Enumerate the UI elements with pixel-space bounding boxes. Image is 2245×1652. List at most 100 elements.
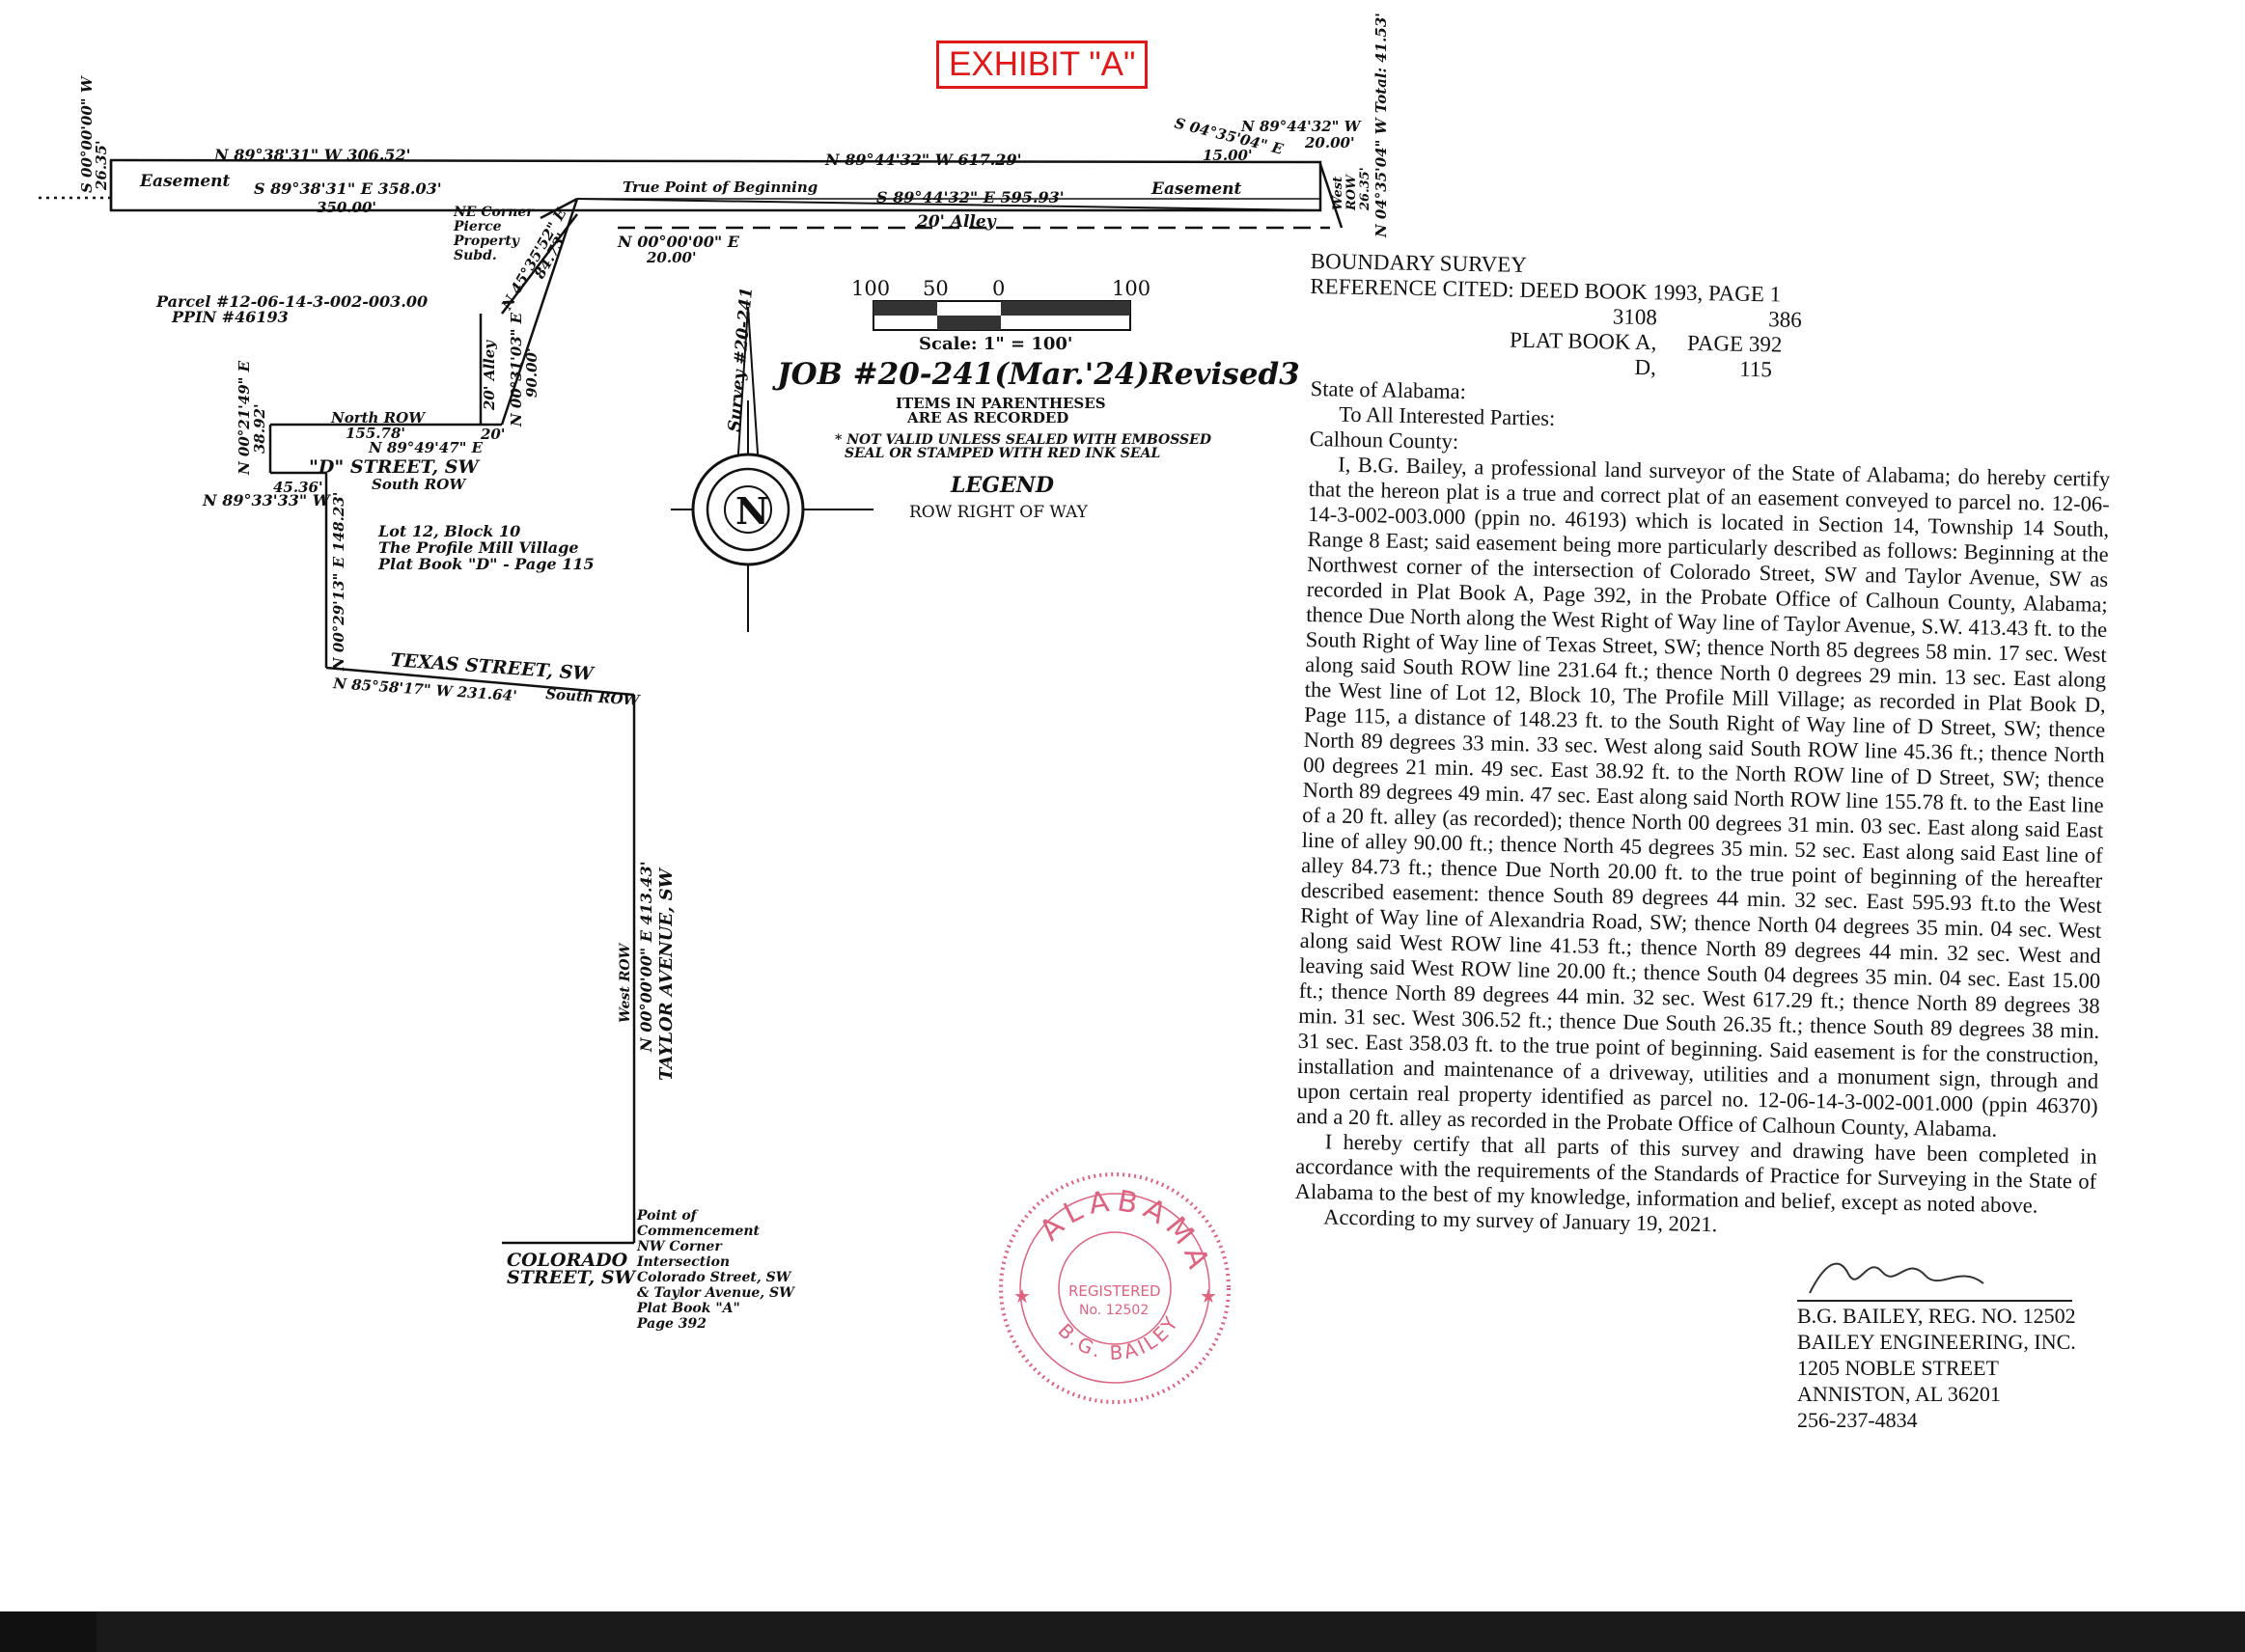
taylor-avenue: TAYLOR AVENUE, SW: [656, 867, 677, 1081]
surveyor-seal-stamp: ALABAMA B.G. BAILEY REGISTERED No. 12502…: [999, 1172, 1231, 1404]
north-arrow-icon: N Survey #20-241: [671, 287, 873, 632]
twenty-label: 20': [480, 426, 505, 443]
lot-line-2: The Profile Mill Village: [378, 538, 579, 557]
texas-bearing: N 85°58'17" W 231.64': [332, 675, 518, 704]
due-north: N 00°00'00" E: [617, 233, 740, 251]
scale-tick-50: 50: [923, 277, 949, 300]
easement-right: Easement: [1150, 179, 1242, 199]
scale-tick-0: 0: [992, 277, 1005, 300]
alley-vert-bearing: N 00°31'03" E: [508, 312, 525, 427]
ne-corner-1: NE Corner: [453, 205, 535, 220]
colorado-2: STREET, SW: [507, 1267, 637, 1288]
seal-bottom-text: B.G. BAILEY: [1054, 1310, 1181, 1364]
scale-tick-100b: 100: [1112, 277, 1150, 300]
south-row: South ROW: [372, 476, 467, 493]
commencement-line-1: Point of: [636, 1208, 700, 1224]
north-row-bearing: N 89°49'47" E: [368, 439, 484, 456]
sig-line-1: B.G. BAILEY, REG. NO. 12502: [1797, 1304, 2076, 1328]
legend-item: ROW RIGHT OF WAY: [909, 503, 1089, 522]
signature-scribble: [1809, 1262, 1984, 1294]
left-vertical-bearing: S 00°00'00" W: [78, 74, 96, 193]
commencement-note: Point of Commencement NW Corner Intersec…: [636, 1208, 795, 1332]
exhibit-title: EXHIBIT "A": [936, 41, 1149, 89]
ne-corner-4: Subd.: [454, 248, 497, 263]
commencement-line-7: Plat Book "A": [636, 1301, 740, 1316]
ppin-label: PPIN #46193: [171, 308, 289, 326]
ne-corner-2: Pierce: [453, 219, 502, 234]
commencement-line-3: NW Corner: [636, 1239, 723, 1254]
legend-title: LEGEND: [950, 473, 1054, 498]
commencement-line-8: Page 392: [636, 1316, 707, 1332]
lot-left-vertical: N 00°21'49" E: [236, 360, 253, 476]
seal-registered: REGISTERED: [1068, 1282, 1161, 1300]
texas-south-row: South ROW: [545, 685, 642, 709]
alley-diag-bearing: N 45°35'52" E: [497, 205, 569, 314]
ne-corner-3: Property: [453, 234, 520, 249]
alley-20: 20' Alley: [916, 212, 997, 232]
bottom-line-east: S 89°44'32" E 595.93': [876, 188, 1065, 206]
taylor-west-row: West ROW: [618, 942, 633, 1023]
alley-20-vertical: 20' Alley: [481, 340, 498, 411]
commencement-line-2: Commencement: [637, 1224, 761, 1239]
parcel-label: Parcel #12-06-14-3-002-003.00: [155, 292, 428, 311]
taskbar-start[interactable]: [0, 1611, 97, 1652]
seal-note-1: * NOT VALID UNLESS SEALED WITH EMBOSSED: [835, 432, 1212, 448]
d-street: "D" STREET, SW: [309, 456, 481, 478]
colorado-1: COLORADO: [507, 1250, 628, 1271]
dist-2635: 26.35': [1358, 167, 1372, 211]
ref-row3-b: PAGE 392: [1686, 330, 1783, 357]
plat-drawing: 100 50 0 100 Scale: 1" = 100' N Survey #…: [39, 13, 1984, 1404]
plat-lines: [39, 158, 1344, 1245]
top-right-bearing1: N 89°44'32" W: [1240, 118, 1363, 135]
recorded-350: 350.00': [317, 199, 376, 216]
items-note-1: ITEMS IN PARENTHESES: [896, 395, 1106, 412]
lot-vertical: N 00°29'13" E 148.23': [330, 492, 347, 672]
seal-note-2: SEAL OR STAMPED WITH RED INK SEAL: [845, 446, 1161, 461]
commencement-line-4: Intersection: [636, 1254, 730, 1270]
scale-tick-100a: 100: [851, 277, 890, 300]
lot-line-3: Plat Book "D" - Page 115: [377, 555, 595, 573]
commencement-line-6: & Taylor Avenue, SW: [637, 1285, 795, 1301]
sig-line-4: ANNISTON, AL 36201: [1797, 1382, 2001, 1406]
seal-number: No. 12502: [1079, 1303, 1149, 1318]
top-line-east: N 89°44'32" W 617.29': [824, 151, 1021, 169]
row-short: ROW: [1344, 174, 1359, 211]
top-line-west: N 89°38'31" W 306.52': [213, 146, 410, 164]
lot-line-1: Lot 12, Block 10: [377, 522, 520, 540]
north-row: North ROW: [330, 409, 427, 427]
legal-description: State of Alabama: To All Interested Part…: [1294, 376, 2112, 1245]
sig-line-2: BAILEY ENGINEERING, INC.: [1797, 1330, 2076, 1354]
reference-block: BOUNDARY SURVEY REFERENCE CITED: DEED BO…: [1309, 249, 1803, 383]
west-short: West: [1331, 177, 1345, 210]
right-bearing: N 04°35'04" W Total: 41.53': [1372, 13, 1390, 238]
job-number: JOB #20-241(Mar.'24)Revised3: [772, 357, 1300, 392]
sig-line-3: 1205 NOBLE STREET: [1797, 1356, 1999, 1380]
north-row-dist: 155.78': [346, 425, 405, 442]
south-row-dist: 45.36': [273, 479, 323, 496]
d-bearing-left: N 89°33'33" W: [202, 491, 332, 509]
scale-text: Scale: 1" = 100': [919, 334, 1072, 354]
items-note-2: ARE AS RECORDED: [906, 409, 1068, 427]
top-right-dist1: 20.00': [1304, 134, 1355, 151]
seal-top-text: ALABAMA: [1034, 1184, 1211, 1278]
bottom-line-west: S 89°38'31" E 358.03': [254, 179, 442, 198]
ref-row4-b: 115: [1739, 356, 1773, 382]
easement-left: Easement: [139, 172, 231, 191]
signature-line: [1797, 1300, 2072, 1302]
true-point-label: True Point of Beginning: [623, 179, 818, 196]
scale-bar: 100 50 0 100 Scale: 1" = 100': [851, 277, 1150, 354]
top-right-dist2: 15.00': [1203, 147, 1253, 164]
svg-text:★: ★: [1013, 1284, 1031, 1308]
lot-left-dist: 38.92': [251, 403, 268, 454]
desc-body: I, B.G. Bailey, a professional land surv…: [1296, 452, 2111, 1142]
north-letter: N: [735, 489, 769, 533]
texas-street: TEXAS STREET, SW: [390, 649, 596, 685]
left-vertical-dist: 26.35': [93, 140, 110, 191]
sig-line-5: 256-237-4834: [1797, 1408, 1918, 1432]
taskbar: [0, 1611, 2245, 1652]
ref-row2-b: 386: [1768, 307, 1803, 332]
signature-block: B.G. BAILEY, REG. NO. 12502 BAILEY ENGIN…: [1797, 1303, 2076, 1433]
svg-text:B.G. BAILEY: B.G. BAILEY: [1054, 1310, 1184, 1364]
svg-text:★: ★: [1200, 1284, 1217, 1308]
taylor-bearing: N 00°00'00" E 413.43': [637, 861, 655, 1053]
